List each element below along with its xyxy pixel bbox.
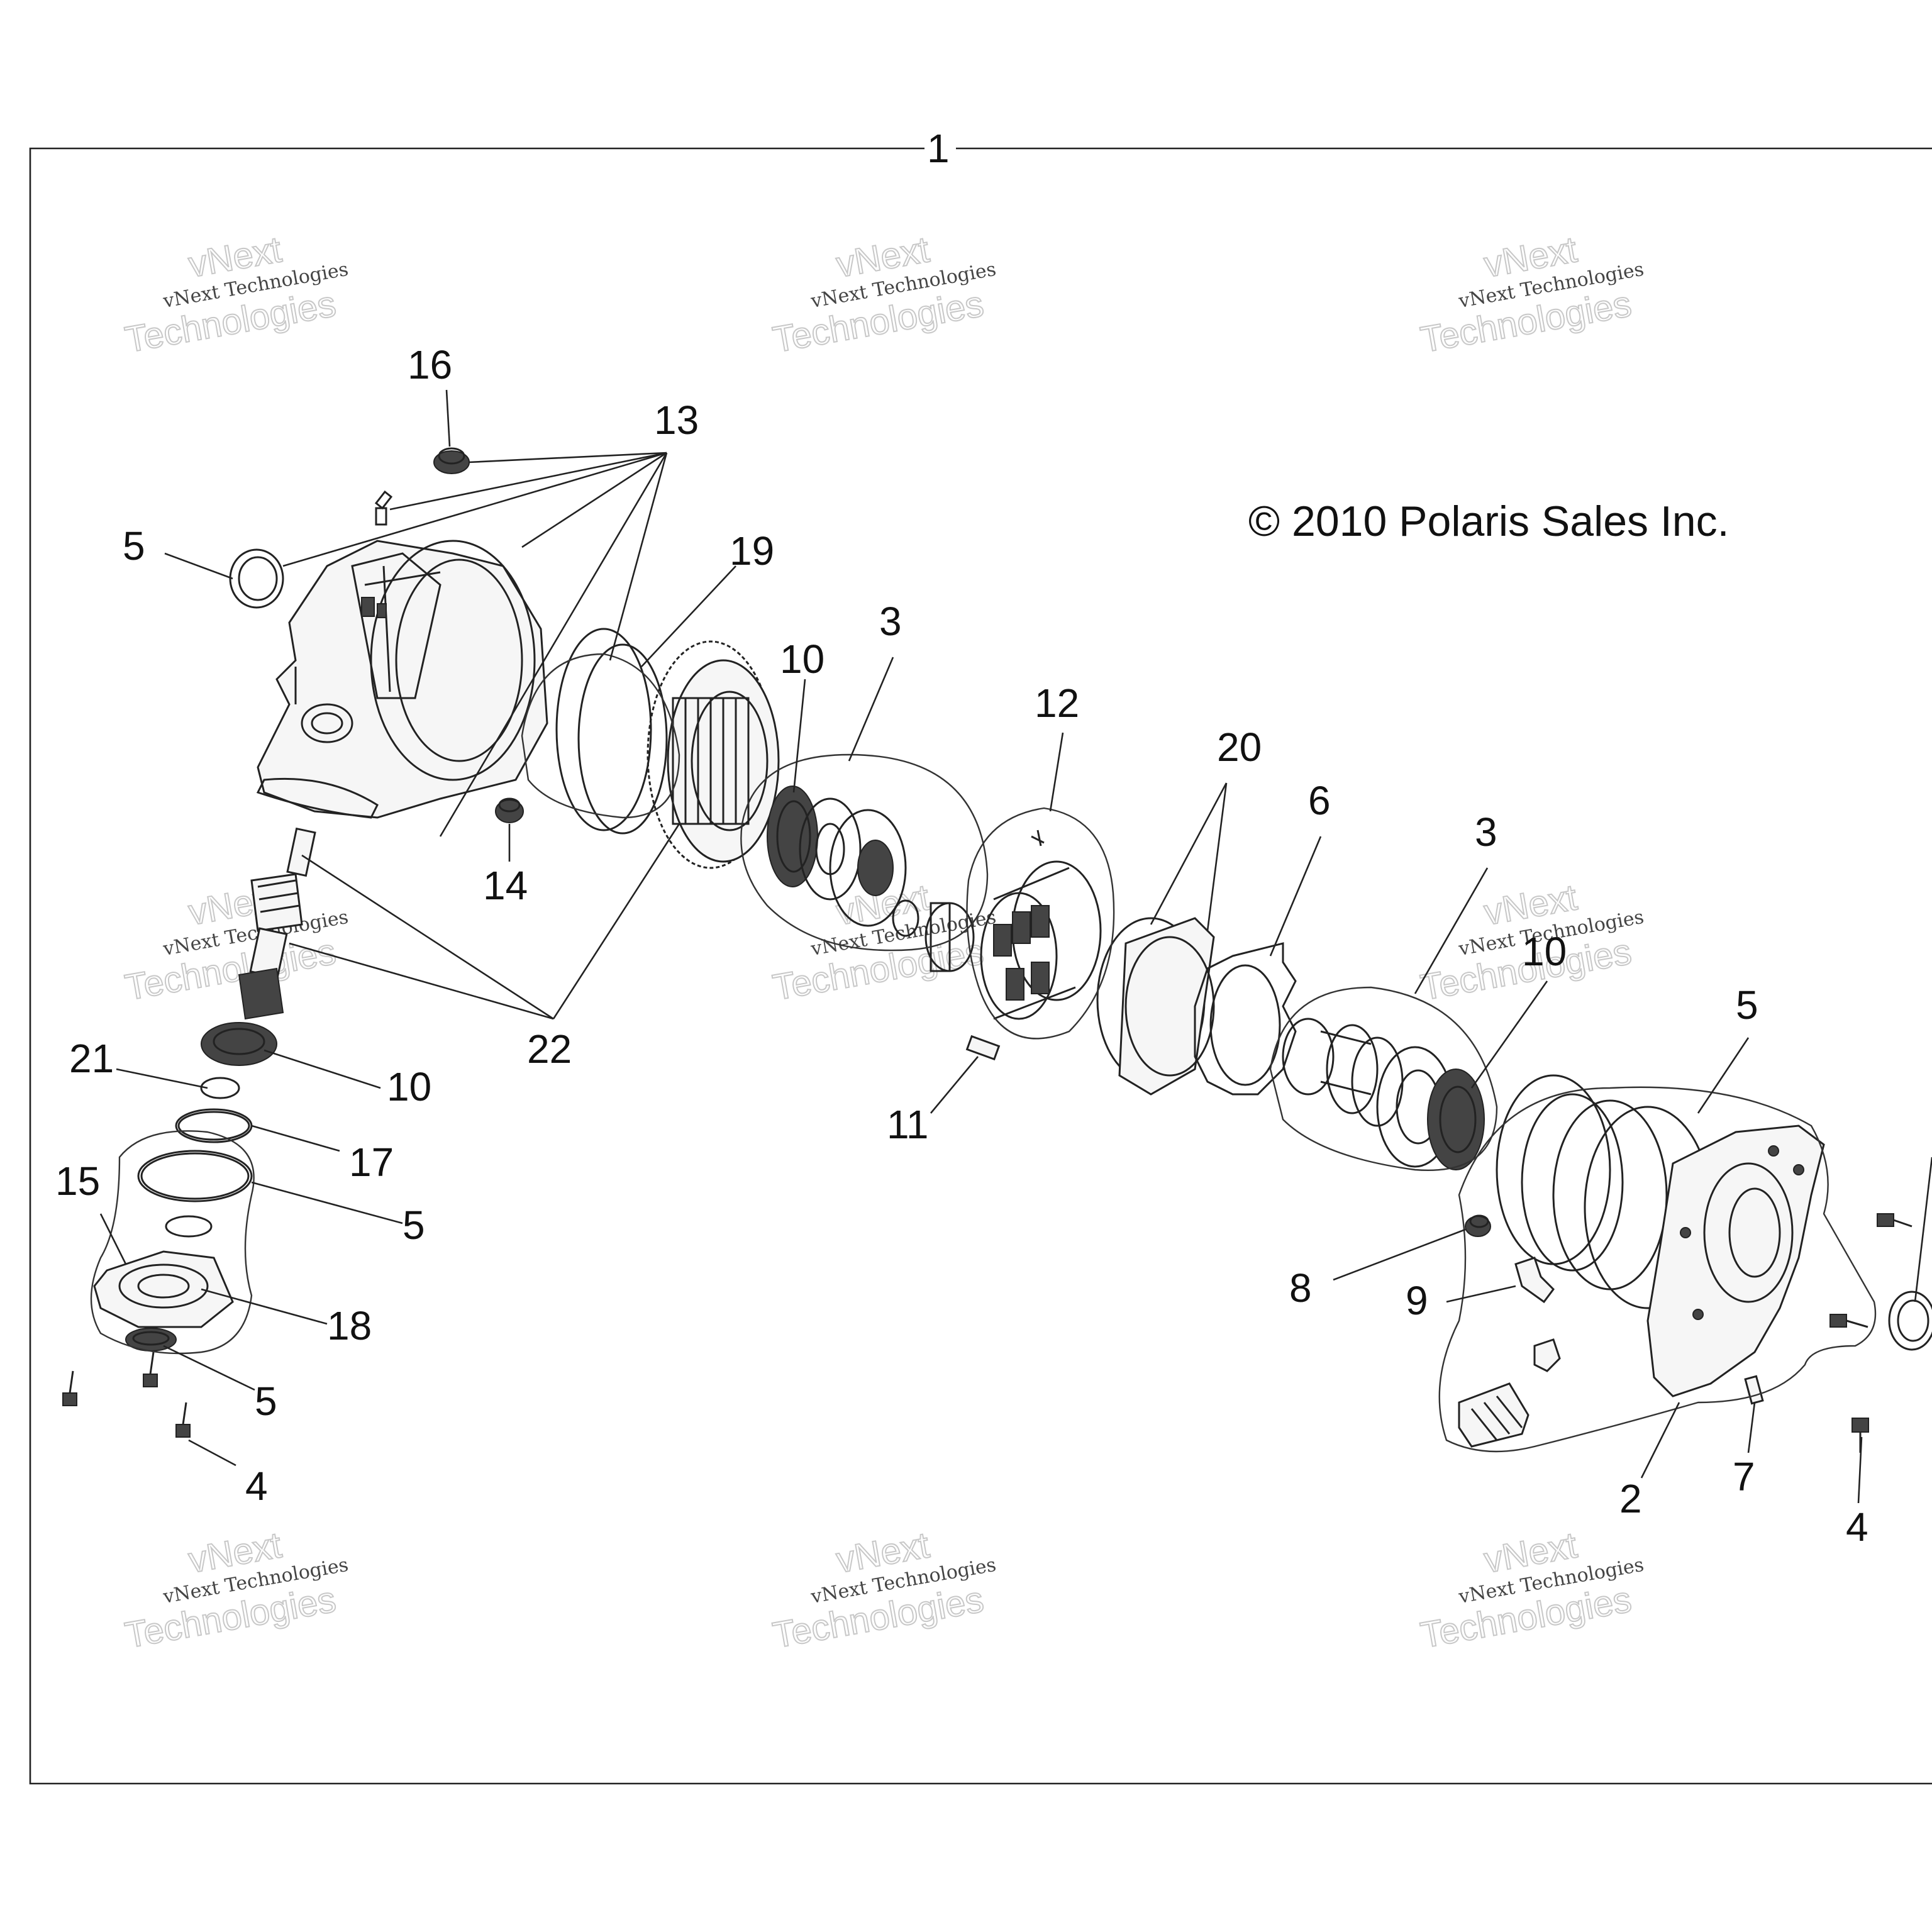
leader-lines xyxy=(99,389,1932,1504)
callout-19: 19 xyxy=(730,528,774,574)
assembly-frame: 1 xyxy=(29,126,1932,1785)
bearing-group-upper xyxy=(767,786,975,972)
main-housing xyxy=(256,540,548,819)
cover-housing xyxy=(1496,1074,1825,1397)
bolt xyxy=(175,1402,191,1438)
callout-4: 4 xyxy=(1846,1504,1868,1550)
callout-10: 10 xyxy=(780,636,824,682)
callout-21: 21 xyxy=(69,1036,114,1081)
callout-labels: 16 13 5 19 3 10 12 20 6 3 10 5 14 22 21 … xyxy=(55,342,1868,1550)
snap-ring xyxy=(200,1077,240,1099)
callout-12: 12 xyxy=(1035,680,1079,726)
callout-5: 5 xyxy=(1736,982,1758,1028)
ring-gear xyxy=(647,640,780,869)
ring-set-19 xyxy=(555,628,668,835)
o-ring xyxy=(137,1150,253,1202)
watermark: vNext vNext Technologies Technologies xyxy=(121,228,350,361)
armature-plate xyxy=(1096,917,1215,1096)
callout-15: 15 xyxy=(55,1158,100,1204)
bolt xyxy=(62,1370,77,1406)
callout-5: 5 xyxy=(123,523,145,569)
callout-16: 16 xyxy=(408,342,452,387)
watermark: vNext vNext Technologies Technologies xyxy=(769,1524,997,1657)
friction-plate xyxy=(1194,942,1297,1096)
watermark: vNext vNext Technologies Technologies xyxy=(1417,1524,1645,1657)
breather-cap xyxy=(433,447,470,474)
group-outline-15 xyxy=(90,1130,255,1355)
callout-10: 10 xyxy=(387,1064,431,1109)
parts xyxy=(62,447,1932,1453)
pinion-housing xyxy=(93,1215,234,1328)
group-outline-3b xyxy=(1269,986,1498,1171)
watermark: vNext vNext Technologies Technologies xyxy=(1417,228,1645,361)
bolt xyxy=(1829,1314,1868,1328)
seal xyxy=(125,1328,177,1352)
callout-11: 11 xyxy=(887,1102,928,1147)
callout-2: 2 xyxy=(1619,1476,1642,1521)
callout-18: 18 xyxy=(327,1303,372,1348)
bearing xyxy=(201,1022,277,1066)
bolt xyxy=(143,1352,158,1387)
callout-22: 22 xyxy=(527,1026,572,1072)
callout-4: 4 xyxy=(245,1463,268,1509)
group-outline-3 xyxy=(740,753,989,952)
o-ring xyxy=(175,1108,253,1143)
pin xyxy=(965,1035,1001,1061)
callout-5: 5 xyxy=(402,1202,425,1248)
fitting xyxy=(374,490,393,526)
callout-8: 8 xyxy=(1289,1265,1312,1311)
callout-3: 3 xyxy=(879,599,902,644)
callout-13: 13 xyxy=(654,397,699,443)
bearing-group-lower xyxy=(1282,1018,1485,1170)
callout-9: 9 xyxy=(1406,1278,1428,1323)
callout-17: 17 xyxy=(349,1140,394,1185)
callout-6: 6 xyxy=(1308,778,1331,823)
copyright-text: © 2010 Polaris Sales Inc. xyxy=(1248,497,1729,545)
callout-1: 1 xyxy=(927,126,950,171)
connector xyxy=(1458,1382,1530,1448)
sensor xyxy=(1533,1338,1561,1372)
watermarks: vNext vNext Technologies Technologies vN… xyxy=(121,228,1645,1657)
dowel xyxy=(1744,1375,1764,1405)
watermark: vNext vNext Technologies Technologies xyxy=(121,1524,350,1657)
seal xyxy=(229,548,284,609)
group-outline-2 xyxy=(1438,1086,1877,1453)
pinion-shaft xyxy=(238,827,316,1020)
drain-plug xyxy=(1465,1214,1491,1237)
callout-5: 5 xyxy=(255,1379,277,1424)
callout-20: 20 xyxy=(1217,724,1262,770)
seal xyxy=(1888,1291,1932,1351)
group-outline-12 xyxy=(966,807,1115,1040)
bolt xyxy=(1877,1213,1913,1228)
callout-14: 14 xyxy=(483,863,528,908)
plug xyxy=(495,797,524,823)
callout-7: 7 xyxy=(1733,1454,1755,1499)
callout-3: 3 xyxy=(1475,809,1497,855)
group-outline-19 xyxy=(521,653,680,819)
roller-cage xyxy=(980,830,1102,1020)
callout-10: 10 xyxy=(1522,929,1567,974)
bracket xyxy=(1514,1257,1555,1304)
watermark: vNext vNext Technologies Technologies xyxy=(769,228,997,361)
watermark: vNext vNext Technologies Technologies xyxy=(121,876,350,1009)
